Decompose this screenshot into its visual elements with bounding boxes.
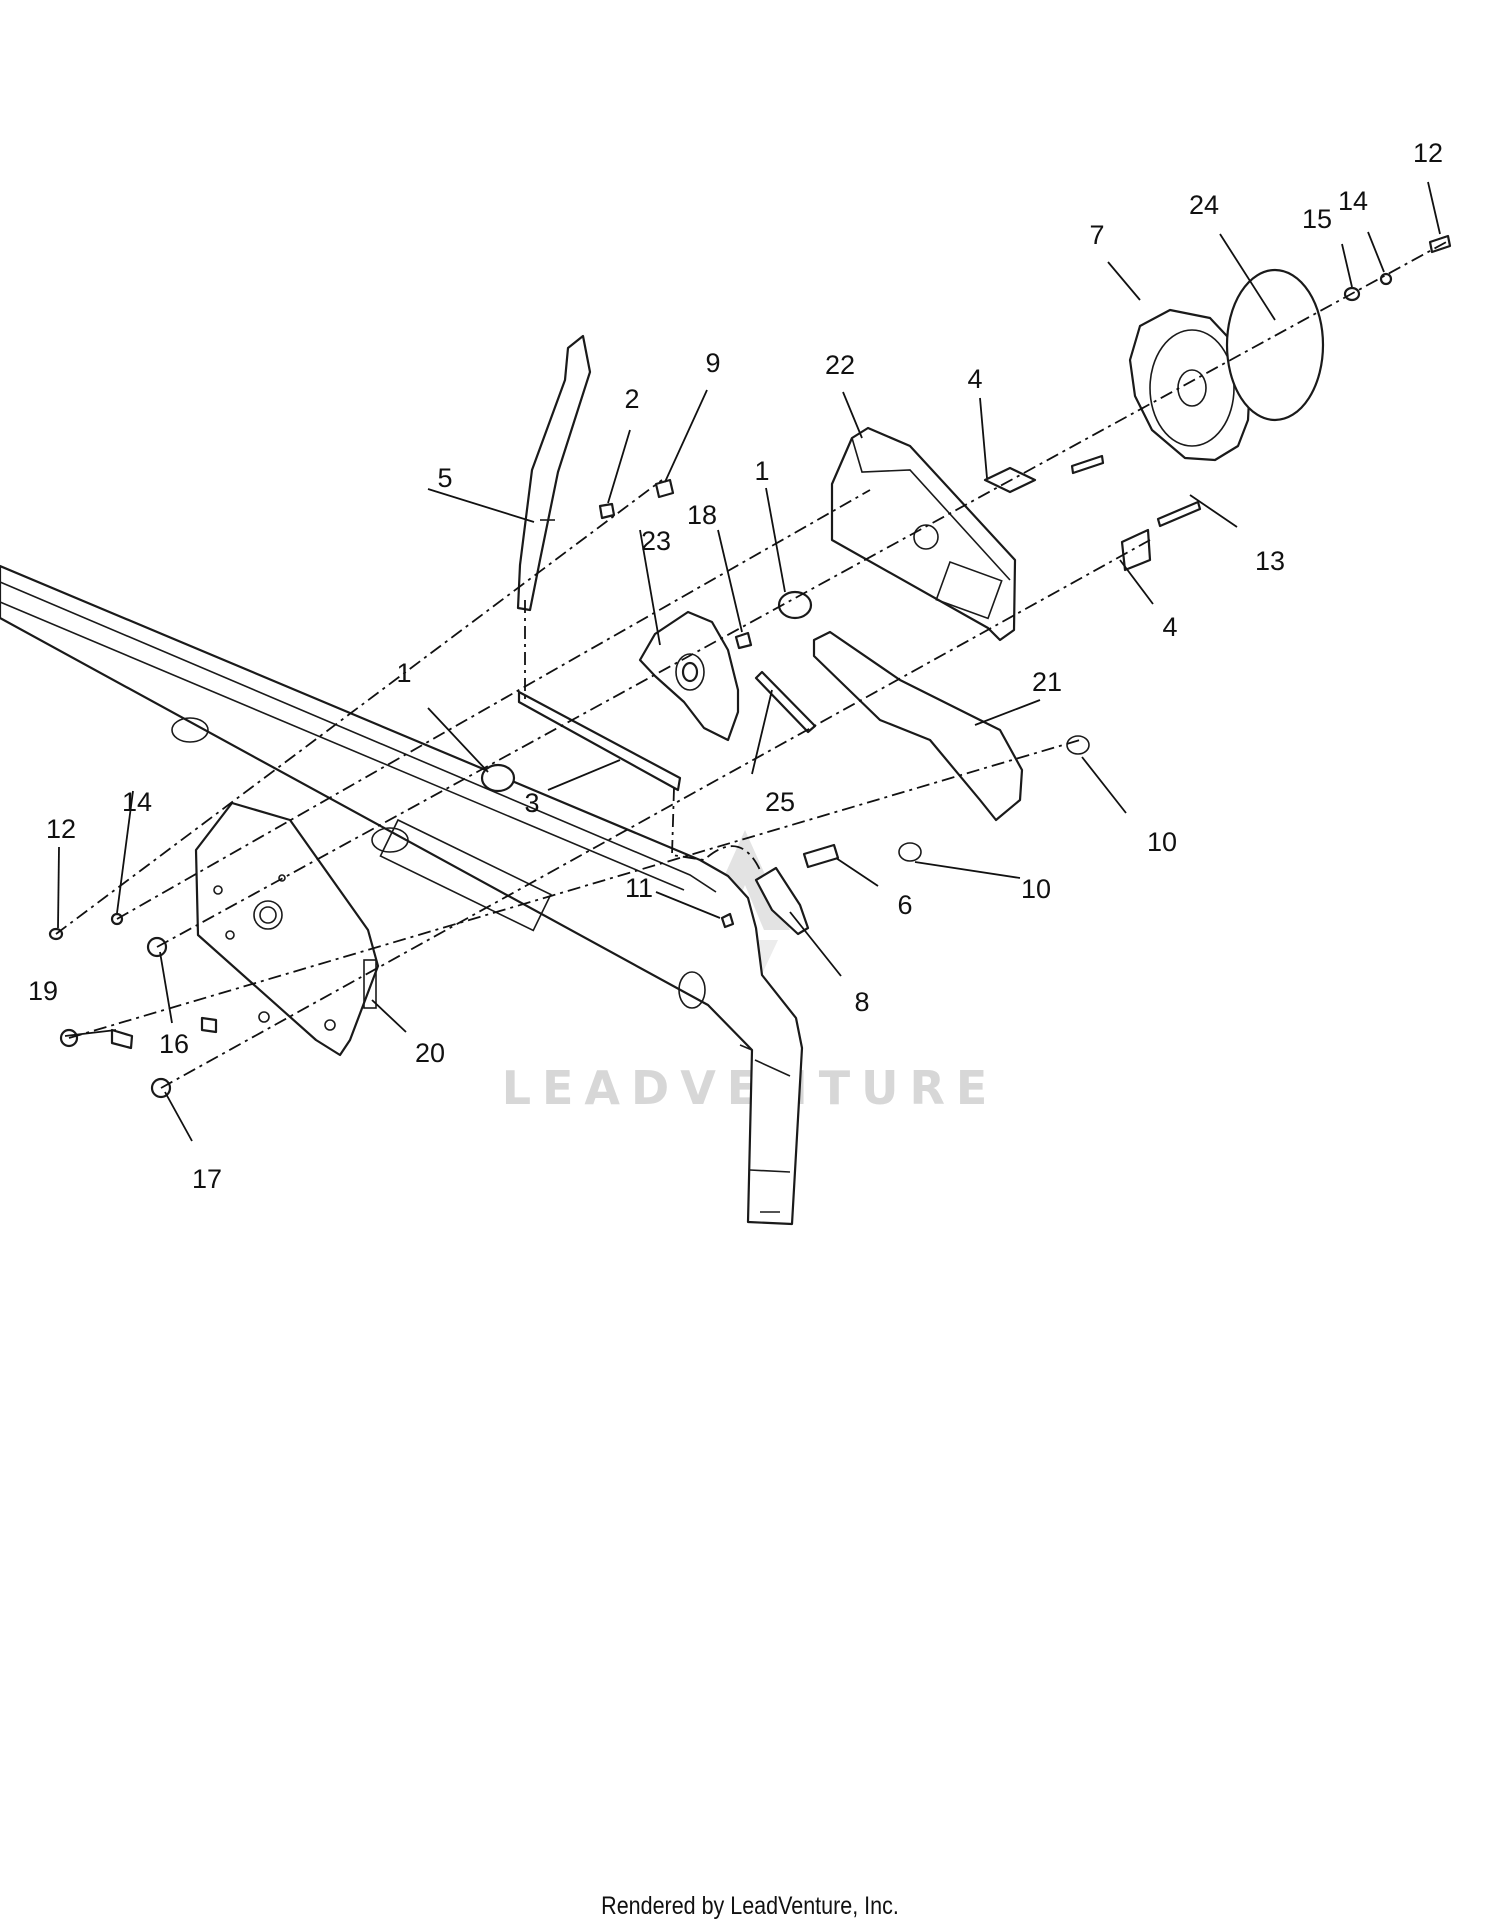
callout-9: 9 <box>705 348 720 378</box>
callout-labels: 1 1 2 3 4 4 5 6 7 8 9 10 10 11 12 12 13 … <box>28 138 1443 1194</box>
callout-14-left: 14 <box>122 787 152 817</box>
part-10-snap-ring-left <box>898 842 922 862</box>
callout-17: 17 <box>192 1164 222 1194</box>
callout-2: 2 <box>624 384 639 414</box>
handle-tube <box>0 564 804 1226</box>
callout-23: 23 <box>641 526 671 556</box>
callout-4-lower: 4 <box>1162 612 1177 642</box>
part-12-bolt-right <box>1428 234 1452 254</box>
part-5-shift-lever <box>516 334 592 612</box>
callout-18: 18 <box>687 500 717 530</box>
part-20-left-side-plate <box>194 801 380 1057</box>
part-21-long-arm <box>812 630 1024 822</box>
part-24-cover-disk <box>1225 268 1325 422</box>
part-10-snap-ring-right <box>1066 735 1090 755</box>
bolt-upper <box>1070 454 1105 475</box>
callout-10-right: 10 <box>1147 827 1177 857</box>
callout-14-right: 14 <box>1338 186 1368 216</box>
part-3-shift-rod <box>517 690 682 792</box>
part-1-bushing-upper <box>777 590 813 620</box>
callout-4-upper: 4 <box>967 364 982 394</box>
callout-3: 3 <box>524 788 539 818</box>
callout-11: 11 <box>625 873 653 903</box>
callout-5: 5 <box>437 463 452 493</box>
callout-7: 7 <box>1089 220 1104 250</box>
assembly-lines <box>55 239 1451 1089</box>
part-18-pin <box>734 631 753 650</box>
callout-12-left: 12 <box>46 814 76 844</box>
leader-lines <box>57 181 1441 1142</box>
callout-15: 15 <box>1302 204 1332 234</box>
callout-1-lower: 1 <box>396 658 411 688</box>
callout-13: 13 <box>1255 546 1285 576</box>
part-1-bushing-lower <box>480 763 516 793</box>
left-hardware <box>48 912 218 1099</box>
part-22-bracket-housing <box>830 426 1017 642</box>
callout-19: 19 <box>28 976 58 1006</box>
callout-20: 20 <box>415 1038 445 1068</box>
callout-12-right: 12 <box>1413 138 1443 168</box>
part-9-pin <box>654 478 675 499</box>
callout-8: 8 <box>854 987 869 1017</box>
part-6-pin <box>802 843 840 869</box>
callout-24: 24 <box>1189 190 1219 220</box>
watermark-text: LEADVENTURE <box>502 1061 999 1115</box>
callout-1-upper: 1 <box>754 456 769 486</box>
callout-22: 22 <box>825 350 855 380</box>
part-13-bolt <box>1156 500 1202 528</box>
part-14-washer-right <box>1379 272 1393 286</box>
part-23-sprocket <box>638 610 740 742</box>
part-4-axle-lower <box>1120 528 1152 572</box>
callout-25: 25 <box>765 787 795 817</box>
part-25-spring <box>754 670 817 734</box>
part-11-clip <box>720 912 735 929</box>
callout-16: 16 <box>159 1029 189 1059</box>
callout-21: 21 <box>1032 667 1062 697</box>
footer-credit: Rendered by LeadVenture, Inc. <box>601 1892 899 1920</box>
part-2-screw <box>598 502 616 520</box>
callout-10-left: 10 <box>1021 874 1051 904</box>
part-7-drive-sprocket <box>1128 308 1252 462</box>
callout-6: 6 <box>897 890 912 920</box>
